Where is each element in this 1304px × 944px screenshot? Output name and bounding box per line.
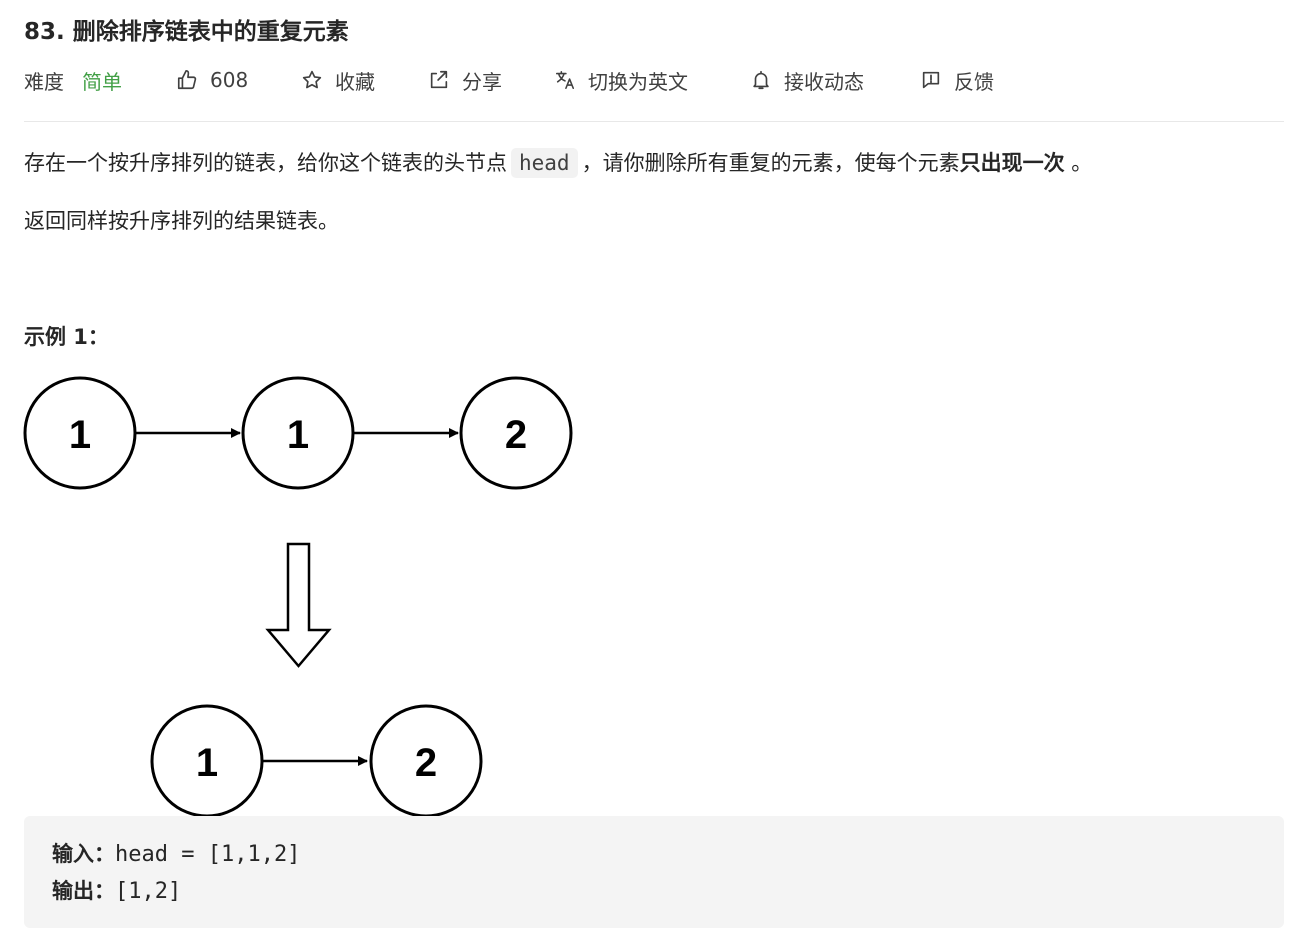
like-count: 608 [210,68,249,92]
like-button[interactable]: 608 [176,62,248,98]
down-arrow-icon [265,542,332,668]
share-button[interactable]: 分享 [428,62,502,98]
description-text-1: 存在一个按升序排列的链表，给你这个链表的头节点 [24,151,507,175]
description-text-3: 。 [1071,151,1093,175]
node-value: 1 [196,741,218,785]
list-node: 1 [150,704,264,816]
translate-icon [555,70,575,90]
example-code-block: 输入：head = [1,1,2] 输出：[1,2] [24,816,1284,928]
page-title: 83. 删除排序链表中的重复元素 [24,19,349,45]
list-node: 1 [23,376,137,490]
favorite-label: 收藏 [335,69,375,94]
input-value: head = [1,1,2] [115,842,301,867]
subscribe-label: 接收动态 [784,69,864,94]
description-paragraph-2: 返回同样按升序排列的结果链表。 [24,209,339,233]
star-icon [302,70,322,89]
feedback-icon [922,71,940,89]
description-emphasis: 只出现一次 [959,151,1065,175]
subscribe-button[interactable]: 接收动态 [750,62,864,98]
difficulty: 难度 简单 [24,62,122,98]
example-output-line: 输出：[1,2] [52,873,1256,910]
input-label: 输入： [52,842,115,866]
translate-button[interactable]: 切换为英文 [554,62,688,98]
node-value: 1 [287,413,309,457]
share-icon [430,70,448,89]
problem-meta-bar: 难度 简单 608 收藏 分享 切换为英文 [24,62,1024,98]
thumbs-up-icon [177,70,197,90]
list-node: 2 [459,376,573,490]
feedback-button[interactable]: 反馈 [920,62,994,98]
list-node: 1 [241,376,355,490]
bell-icon [753,70,769,90]
translate-label: 切换为英文 [588,69,688,94]
favorite-button[interactable]: 收藏 [301,62,375,98]
description-text-2: ，请你删除所有重复的元素，使每个元素 [581,151,960,175]
node-value: 1 [69,413,91,457]
difficulty-badge: 简单 [82,69,122,94]
output-value: [1,2] [115,879,182,904]
list-node: 2 [369,704,483,816]
difficulty-label: 难度 [24,69,64,94]
example-title: 示例 1： [24,325,109,349]
inline-code-head: head [511,148,578,178]
share-label: 分享 [462,69,502,94]
example-input-line: 输入：head = [1,1,2] [52,836,1256,873]
feedback-label: 反馈 [954,69,994,94]
header-divider [24,121,1284,122]
node-value: 2 [415,741,437,785]
node-value: 2 [505,413,527,457]
linked-list-diagram: 1 1 2 1 2 [23,376,573,816]
output-label: 输出： [52,879,115,903]
